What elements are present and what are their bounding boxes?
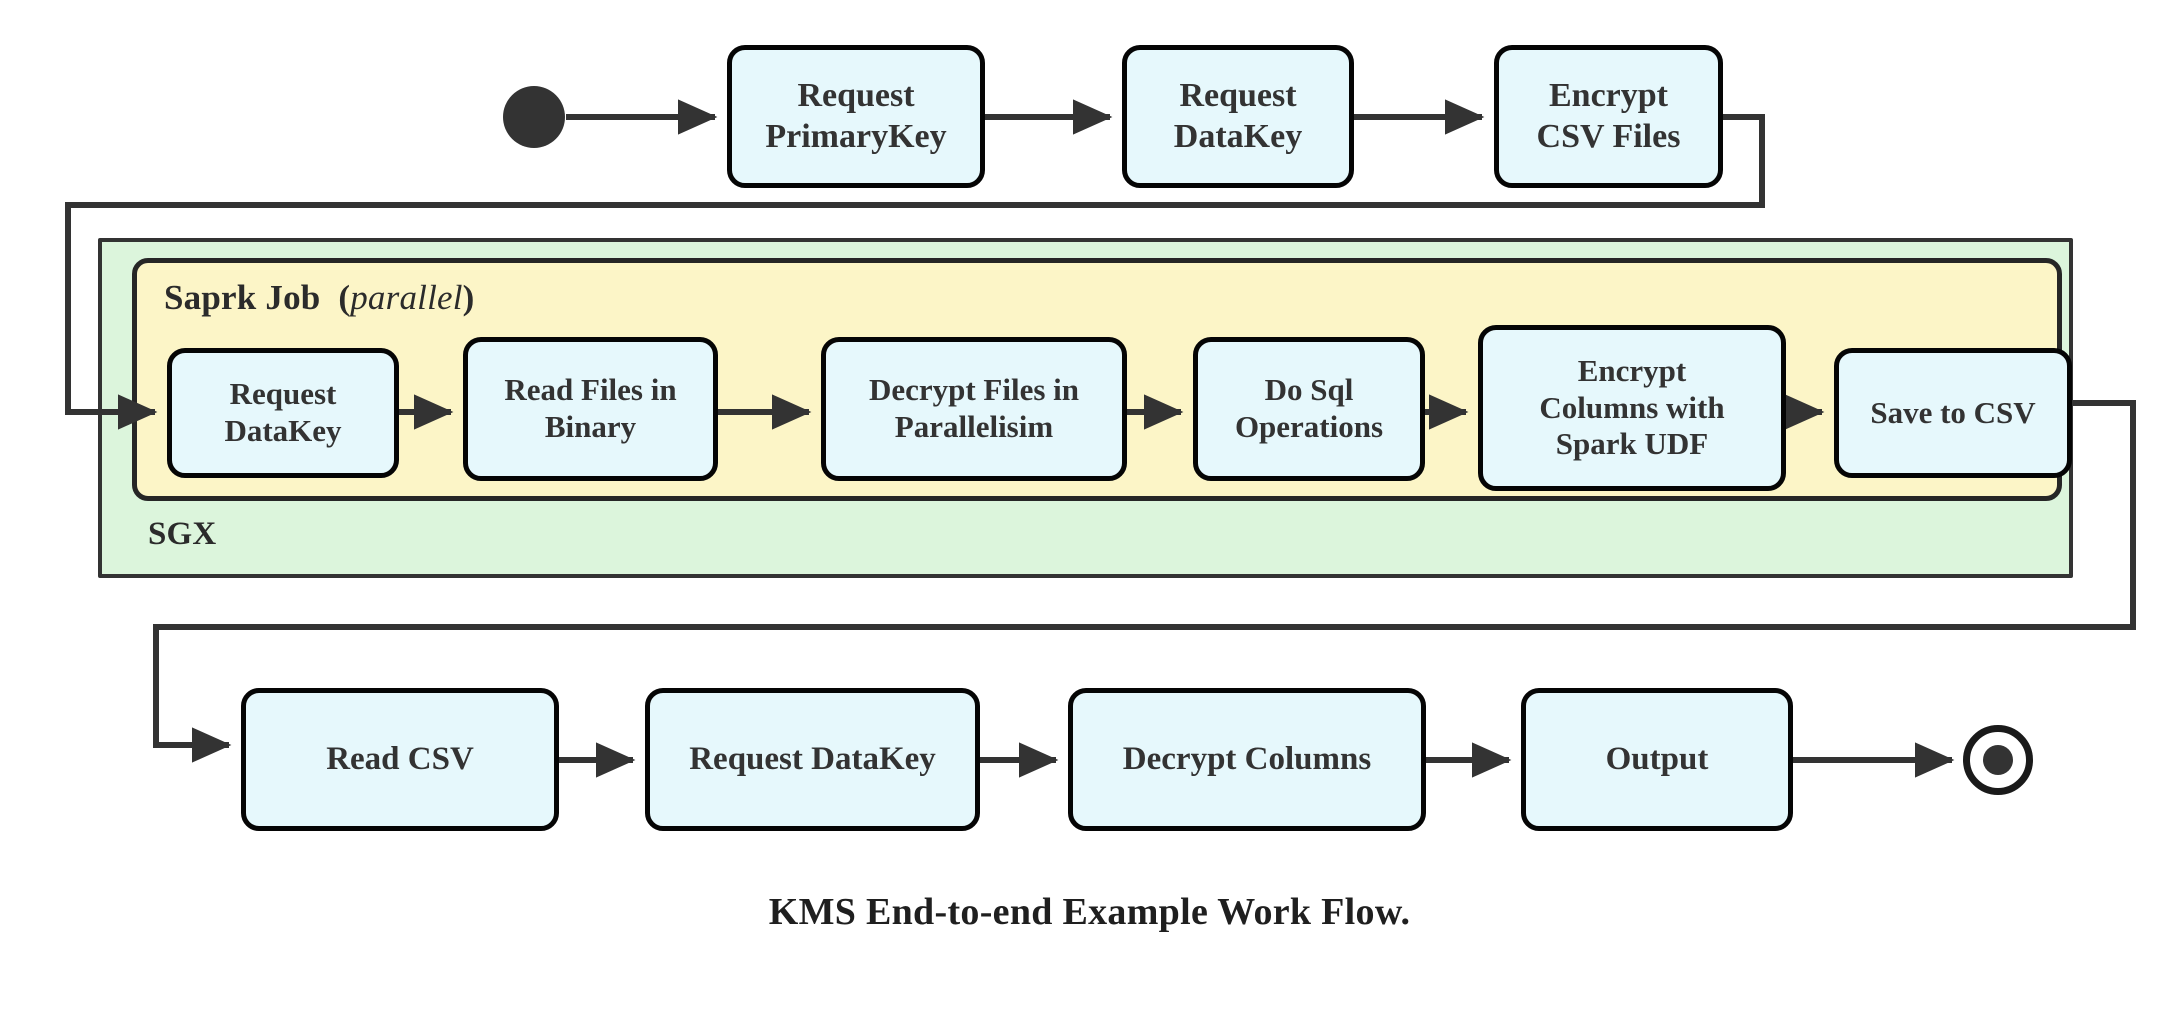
node-decrypt-columns[interactable]: Decrypt Columns [1068, 688, 1426, 831]
spark-job-title: Saprk Job [164, 278, 321, 317]
node-save-to-csv[interactable]: Save to CSV [1834, 348, 2072, 478]
node-request-primarykey[interactable]: Request PrimaryKey [727, 45, 985, 188]
node-encrypt-csv-files[interactable]: Encrypt CSV Files [1494, 45, 1723, 188]
node-request-datakey-bottom[interactable]: Request DataKey [645, 688, 980, 831]
node-encrypt-columns-with-spark-udf[interactable]: Encrypt Columns with Spark UDF [1478, 325, 1786, 491]
end-node [1963, 725, 2033, 795]
paren-open: ( [338, 278, 351, 317]
container-spark-job-label: Saprk Job (parallel) [164, 278, 475, 318]
paren-close: ) [462, 278, 475, 317]
node-request-datakey-top[interactable]: Request DataKey [1122, 45, 1354, 188]
spark-job-modifier: parallel [350, 278, 463, 317]
node-output[interactable]: Output [1521, 688, 1793, 831]
node-read-files-in-binary[interactable]: Read Files in Binary [463, 337, 718, 481]
node-read-csv[interactable]: Read CSV [241, 688, 559, 831]
end-node-inner-dot [1982, 744, 2014, 776]
container-sgx-label: SGX [148, 516, 217, 552]
start-node [503, 86, 565, 148]
node-do-sql-operations[interactable]: Do Sql Operations [1193, 337, 1425, 481]
node-request-datakey-spark[interactable]: Request DataKey [167, 348, 399, 478]
node-decrypt-files-in-parallelisim[interactable]: Decrypt Files in Parallelisim [821, 337, 1127, 481]
diagram-caption: KMS End-to-end Example Work Flow. [768, 891, 1411, 933]
